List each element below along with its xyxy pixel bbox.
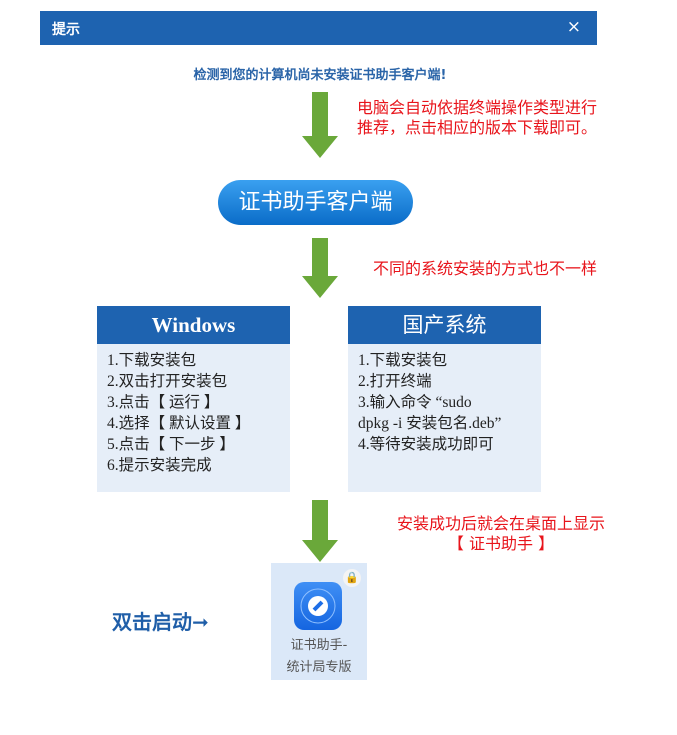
client-download-button[interactable]: 证书助手客户端 [218,180,413,225]
recommend-note: 电脑会自动依据终端操作类型进行 推荐，点击相应的版本下载即可。 [357,98,597,138]
step: 3.点击【 运行 】 [107,394,220,411]
domestic-title: 国产系统 [348,306,541,344]
step: 6.提示安装完成 [107,457,212,474]
note-line: 安装成功后就会在桌面上显示 [396,514,605,533]
dialog-title: 提示 [52,22,80,38]
windows-title: Windows [97,306,290,344]
dialog-header: 提示 × [40,11,597,45]
desktop-note: 安装成功后就会在桌面上显示 【 证书助手 】 [370,514,632,554]
step: 3.输入命令 “sudo [358,394,472,411]
app-label: 证书助手- [290,638,348,653]
not-installed-message: 检测到您的计算机尚未安装证书助手客户端! [193,68,447,83]
step: 1.下载安装包 [107,352,197,369]
step: 1.下载安装包 [358,352,448,369]
app-logo-icon [294,582,342,630]
step: dpkg -i 安装包名.deb” [358,415,502,432]
app-label: 统计局专版 [286,660,352,675]
step: 4.等待安装成功即可 [358,436,494,453]
step: 2.双击打开安装包 [107,373,228,390]
note-line: 【 证书助手 】 [447,534,555,553]
windows-box: Windows 1.下载安装包 2.双击打开安装包 3.点击【 运行 】 4.选… [97,306,290,492]
step: 5.点击【 下一步 】 [107,436,235,453]
double-click-hint: 双击启动➞ [112,610,209,634]
close-icon[interactable]: × [566,17,581,37]
note-line: 电脑会自动依据终端操作类型进行 [357,98,598,117]
note-line: 推荐，点击相应的版本下载即可。 [357,118,598,137]
step: 4.选择【 默认设置 】 [107,415,251,432]
step: 2.打开终端 [358,373,432,390]
domestic-box: 国产系统 1.下载安装包 2.打开终端 3.输入命令 “sudo dpkg -i… [348,306,541,492]
desktop-app-icon[interactable]: 🔒 证书助手- 统计局专版 [271,563,367,680]
lock-icon: 🔒 [343,569,361,587]
different-note: 不同的系统安装的方式也不一样 [373,259,598,278]
